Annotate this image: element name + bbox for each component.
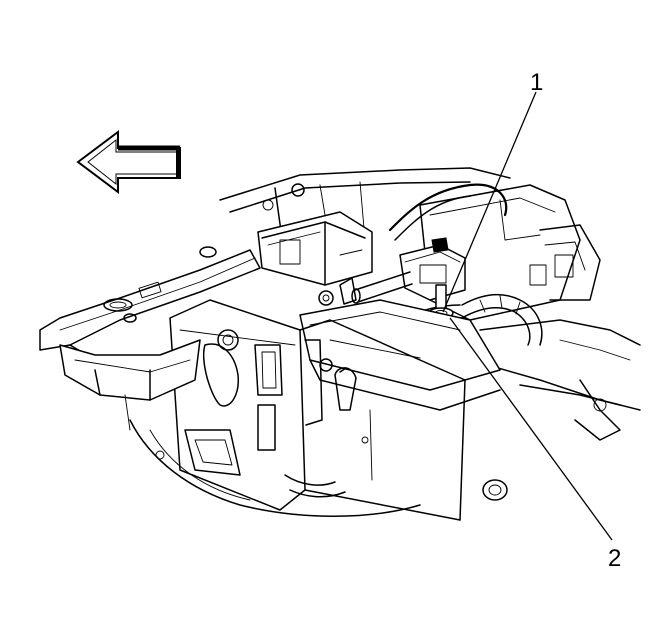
- wheel-well: [124, 394, 421, 517]
- harness-connector: [399, 237, 466, 301]
- control-module: [257, 211, 373, 286]
- callout-2-label: 2: [608, 545, 621, 572]
- callout-2-leader: [449, 317, 613, 541]
- callout-1-label: 1: [530, 69, 543, 96]
- arrow-left-icon: [76, 130, 181, 194]
- callout-1-leader: [442, 91, 537, 313]
- front-crash-bar: [59, 339, 201, 401]
- radiator-support: [169, 299, 508, 521]
- cross-member: [299, 277, 501, 411]
- coolant-hose: [351, 271, 413, 304]
- upper-structure: [219, 167, 511, 261]
- right-fender-rail: [469, 319, 641, 441]
